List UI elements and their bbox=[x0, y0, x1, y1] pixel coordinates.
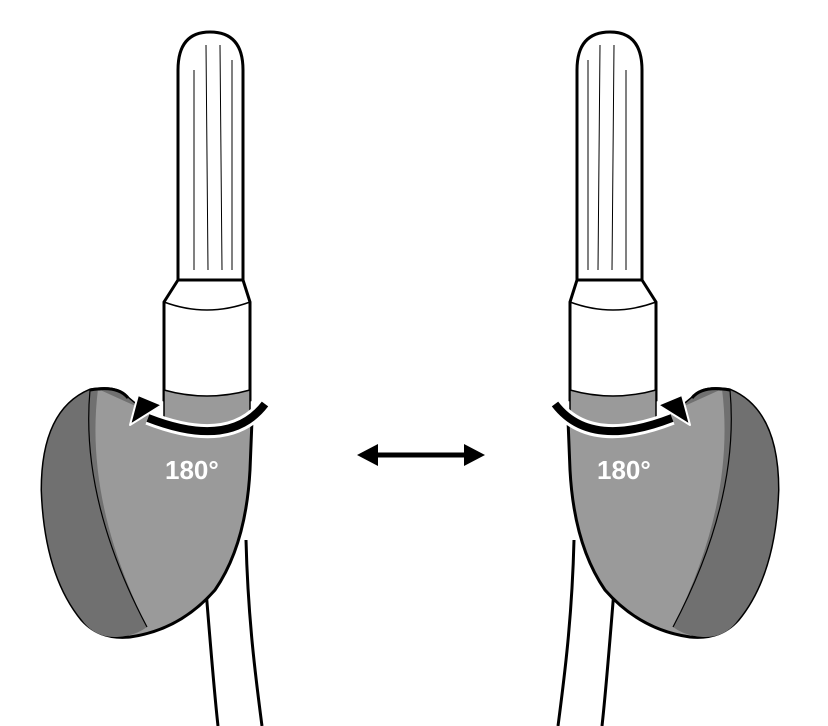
right-rotation-label: 180° bbox=[597, 455, 651, 485]
swap-double-arrow-icon bbox=[357, 444, 485, 466]
left-rotation-label: 180° bbox=[165, 455, 219, 485]
right-earphone bbox=[555, 32, 778, 726]
left-earphone bbox=[42, 32, 265, 726]
